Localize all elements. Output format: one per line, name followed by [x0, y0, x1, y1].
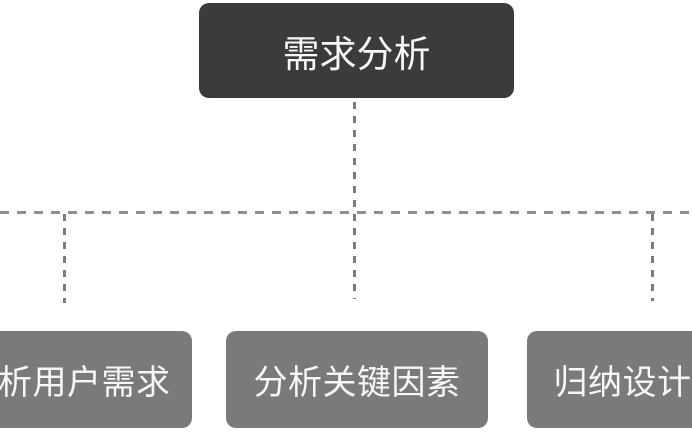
child-node-label: 分析用户需求 [0, 364, 171, 402]
root-node-requirement-analysis[interactable]: 需求分析 [199, 3, 514, 98]
child-node-label: 归纳设计需求 [553, 364, 692, 402]
child-node-summarize-design-requirements[interactable]: 归纳设计需求 [527, 331, 692, 428]
child-node-analyze-key-factors[interactable]: 分析关键因素 [226, 331, 488, 428]
child-node-label: 分析关键因素 [253, 364, 461, 402]
connector-vertical-left [63, 214, 66, 303]
child-node-analyze-user-needs[interactable]: 分析用户需求 [0, 331, 192, 428]
connector-vertical-center [353, 102, 356, 299]
root-node-label: 需求分析 [282, 33, 431, 75]
connector-vertical-right [651, 214, 654, 301]
connector-horizontal-line [0, 211, 692, 214]
